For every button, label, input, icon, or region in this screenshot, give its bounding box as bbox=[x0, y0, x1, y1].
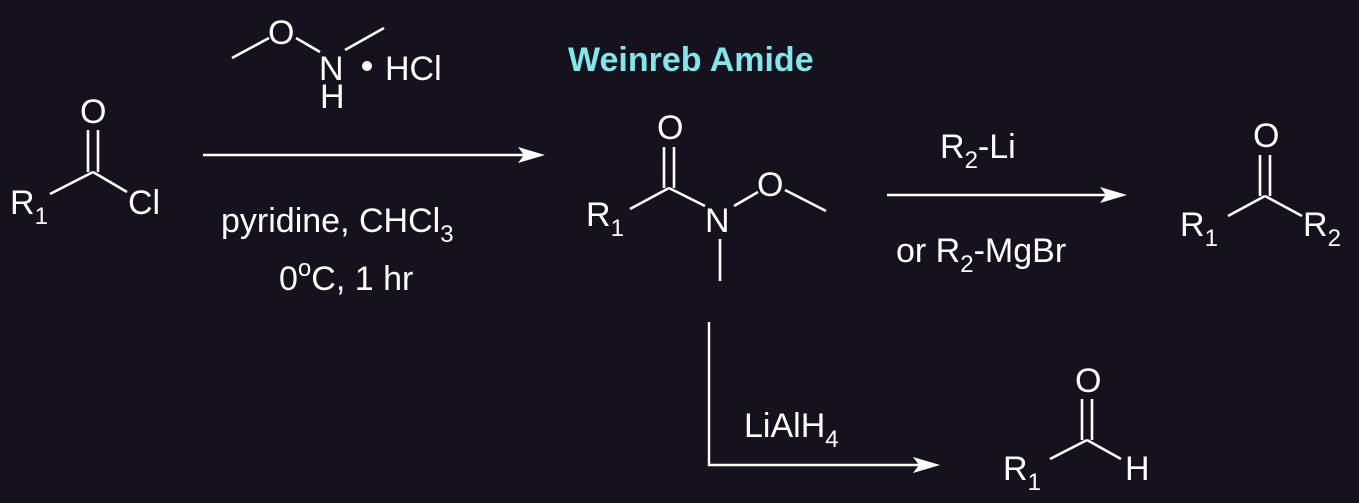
weinreb-nitrogen: N bbox=[705, 202, 730, 240]
reaction-arrow-1 bbox=[203, 147, 545, 163]
aldehyde-hydrogen: H bbox=[1125, 450, 1150, 488]
ketone-oxygen: O bbox=[1253, 117, 1279, 155]
acid-chloride-oxygen: O bbox=[80, 93, 106, 131]
amine-reagent-nitrogen: N bbox=[319, 50, 344, 88]
reaction-arrow-3 bbox=[707, 322, 940, 473]
ketone-step-reagent-1: R2-Li bbox=[940, 128, 1016, 174]
reaction-arrow-2 bbox=[887, 187, 1127, 203]
step1-conditions-line1: pyridine, CHCl3 bbox=[221, 202, 454, 248]
weinreb-r1: R1 bbox=[586, 196, 624, 242]
step1-conditions-line2: 0oC, 1 hr bbox=[279, 255, 413, 298]
weinreb-carbonyl-oxygen: O bbox=[657, 109, 683, 147]
weinreb-amide-structure: O R1 N O bbox=[586, 109, 827, 281]
amine-reagent-oxygen: O bbox=[268, 14, 294, 52]
ketone-structure: O R1 R2 bbox=[1180, 117, 1341, 252]
salt-dot bbox=[362, 61, 372, 71]
amine-reagent-hcl: HCl bbox=[385, 50, 442, 88]
aldehyde-step-reagent: LiAlH4 bbox=[744, 407, 839, 453]
acid-chloride-structure: O R1 Cl bbox=[10, 93, 160, 230]
ketone-step-reagent-2: or R2-MgBr bbox=[896, 232, 1066, 278]
weinreb-amide-title: Weinreb Amide bbox=[568, 41, 814, 79]
acid-chloride-cl: Cl bbox=[128, 184, 160, 222]
aldehyde-r1: R1 bbox=[1003, 450, 1041, 496]
amine-reagent-hydrogen: H bbox=[320, 78, 345, 116]
amine-reagent-structure: O N H HCl bbox=[231, 14, 442, 116]
aldehyde-oxygen: O bbox=[1075, 362, 1101, 400]
weinreb-ether-oxygen: O bbox=[757, 166, 783, 204]
acid-chloride-r1: R1 bbox=[10, 184, 48, 230]
ketone-r1: R1 bbox=[1180, 206, 1218, 252]
ketone-r2: R2 bbox=[1303, 206, 1341, 252]
aldehyde-structure: O R1 H bbox=[1003, 362, 1150, 496]
